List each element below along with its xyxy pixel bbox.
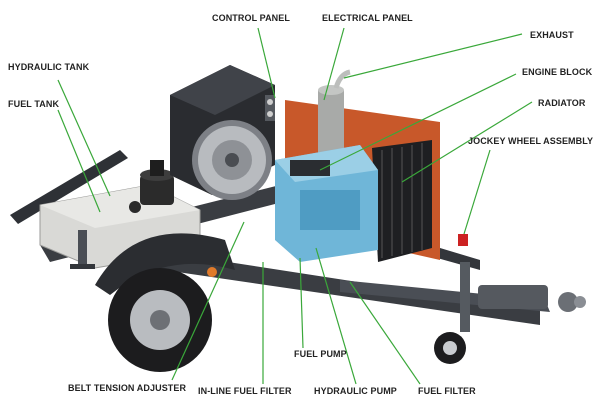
jockey-wheel [434, 234, 470, 364]
label-fuel-pump: FUEL PUMP [294, 349, 347, 359]
leader-fuel-tank [57, 109, 101, 213]
label-electrical-panel: ELECTRICAL PANEL [322, 13, 413, 23]
label-fuel-filter: FUEL FILTER [418, 386, 476, 396]
support-leg [70, 230, 95, 269]
leader-lines [57, 27, 533, 385]
leader-hydraulic-pump [315, 247, 357, 385]
leader-control-panel [257, 27, 276, 99]
exhaust-stack [318, 69, 351, 160]
label-belt-tension-adjuster: BELT TENSION ADJUSTER [68, 383, 187, 393]
label-fuel-tank: FUEL TANK [8, 99, 60, 109]
leader-hydraulic-tank [57, 79, 111, 197]
leader-radiator [401, 101, 533, 183]
leader-engine-block [319, 73, 517, 171]
hydraulic-tank [140, 160, 174, 205]
label-hydraulic-pump: HYDRAULIC PUMP [314, 386, 397, 396]
leader-exhaust [343, 33, 523, 79]
flywheel-pulley [192, 120, 272, 200]
label-control-panel: CONTROL PANEL [212, 13, 290, 23]
label-exhaust: EXHAUST [530, 30, 574, 40]
label-inline-fuel-filter: IN-LINE FUEL FILTER [198, 386, 292, 396]
leader-electrical-panel [323, 27, 345, 101]
label-hydraulic-tank: HYDRAULIC TANK [8, 62, 90, 72]
leader-belt-tension [171, 221, 245, 381]
label-jockey-wheel-assembly: JOCKEY WHEEL ASSEMBLY [468, 136, 594, 146]
label-radiator: RADIATOR [538, 98, 586, 108]
engine-block [275, 145, 378, 262]
leader-jockey-wheel [463, 149, 491, 235]
leader-fuel-filter [349, 281, 421, 385]
road-wheel [95, 233, 235, 372]
leader-fuel-pump [299, 257, 304, 349]
label-engine-block: ENGINE BLOCK [522, 67, 593, 77]
